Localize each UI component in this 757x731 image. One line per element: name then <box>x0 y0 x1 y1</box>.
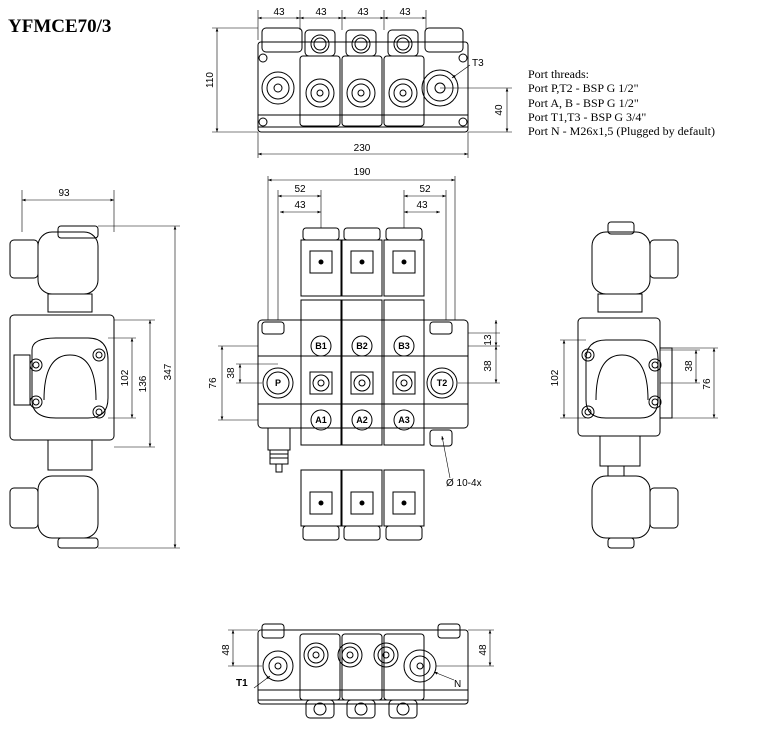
port-threads-notes: Port threads: Port P,T2 - BSP G 1/2" Por… <box>528 67 715 138</box>
port-t2-front <box>426 367 458 399</box>
front-dim-hole: Ø 10-4x <box>446 478 482 489</box>
port-label-b1: B1 <box>315 341 327 351</box>
right-dim-h38: 38 <box>684 360 695 372</box>
top-view-body <box>257 41 469 133</box>
right-dim-h102: 102 <box>550 369 561 386</box>
bottom-port-t1: T1 <box>236 678 248 689</box>
solenoid-top-1 <box>300 239 342 297</box>
right-coil-bottom <box>591 475 651 539</box>
note-line-n: Port N - M26x1,5 (Plugged by default) <box>528 124 715 139</box>
note-line-a-b: Port A, B - BSP G 1/2" <box>528 95 639 110</box>
bottom-dim-right48: 48 <box>478 644 489 656</box>
left-dim-h136: 136 <box>138 375 149 392</box>
left-coil-bottom <box>37 475 99 539</box>
port-p-top <box>261 71 295 105</box>
top-dim-side: 40 <box>494 104 505 116</box>
valve-body <box>257 319 469 429</box>
port-label-a2: A2 <box>356 415 368 425</box>
solenoid-bottom-1 <box>300 469 342 527</box>
front-dim-left43: 43 <box>294 200 306 211</box>
top-dim-s3: 43 <box>357 7 369 18</box>
front-dim-right52: 52 <box>419 184 431 195</box>
port-label-a1: A1 <box>315 415 327 425</box>
port-label-a3: A3 <box>398 415 410 425</box>
top-dim-s2: 43 <box>315 7 327 18</box>
port-label-p: P <box>275 378 281 388</box>
solenoid-bottom-2 <box>341 469 383 527</box>
bottom-view <box>228 623 494 719</box>
left-connector-top <box>9 239 39 279</box>
port-label-b2: B2 <box>356 341 368 351</box>
front-dim-h38: 38 <box>226 367 237 379</box>
left-view <box>9 190 180 549</box>
right-view <box>560 221 718 549</box>
front-dim-r13: 13 <box>483 334 494 346</box>
note-line-t1-t3: Port T1,T3 - BSP G 3/4" <box>528 109 647 124</box>
port-label-b3: B3 <box>398 341 410 351</box>
bottom-dim-left48: 48 <box>221 644 232 656</box>
left-dim-w93: 93 <box>58 188 70 199</box>
top-dim-s4: 43 <box>399 7 411 18</box>
left-dim-h102: 102 <box>120 369 131 386</box>
port-label-t2: T2 <box>437 378 448 388</box>
bottom-view-body <box>257 629 469 705</box>
front-view <box>218 176 500 541</box>
left-coil-top <box>37 231 99 295</box>
top-view <box>212 10 512 158</box>
front-dim-r38: 38 <box>483 360 494 372</box>
top-dim-width: 230 <box>354 143 371 154</box>
notes-heading: Port threads: <box>528 67 589 81</box>
front-dim-h76: 76 <box>208 377 219 389</box>
top-port-t3: T3 <box>472 58 484 69</box>
top-dim-s1: 43 <box>273 7 285 18</box>
top-dim-height: 110 <box>205 72 216 88</box>
solenoid-bottom-3 <box>383 469 425 527</box>
right-connector-bottom <box>649 487 679 529</box>
right-dim-h76: 76 <box>702 378 713 390</box>
solenoid-top-3 <box>383 239 425 297</box>
drawing-title: YFMCE70/3 <box>8 16 112 37</box>
front-dim-right43: 43 <box>416 200 428 211</box>
bottom-port-n: N <box>454 679 461 690</box>
left-dim-h347: 347 <box>163 363 174 380</box>
solenoid-top-2 <box>341 239 383 297</box>
note-line-p-t2: Port P,T2 - BSP G 1/2" <box>528 81 639 96</box>
front-dim-left52: 52 <box>294 184 306 195</box>
port-n-bottom <box>403 649 437 683</box>
right-connector-top <box>649 239 679 279</box>
right-coil-top <box>591 231 651 295</box>
port-p-front <box>262 367 294 399</box>
left-body <box>9 314 115 441</box>
port-t1-bottom <box>262 650 294 682</box>
front-dim-overall: 190 <box>354 167 371 178</box>
left-connector-bottom <box>9 487 39 529</box>
